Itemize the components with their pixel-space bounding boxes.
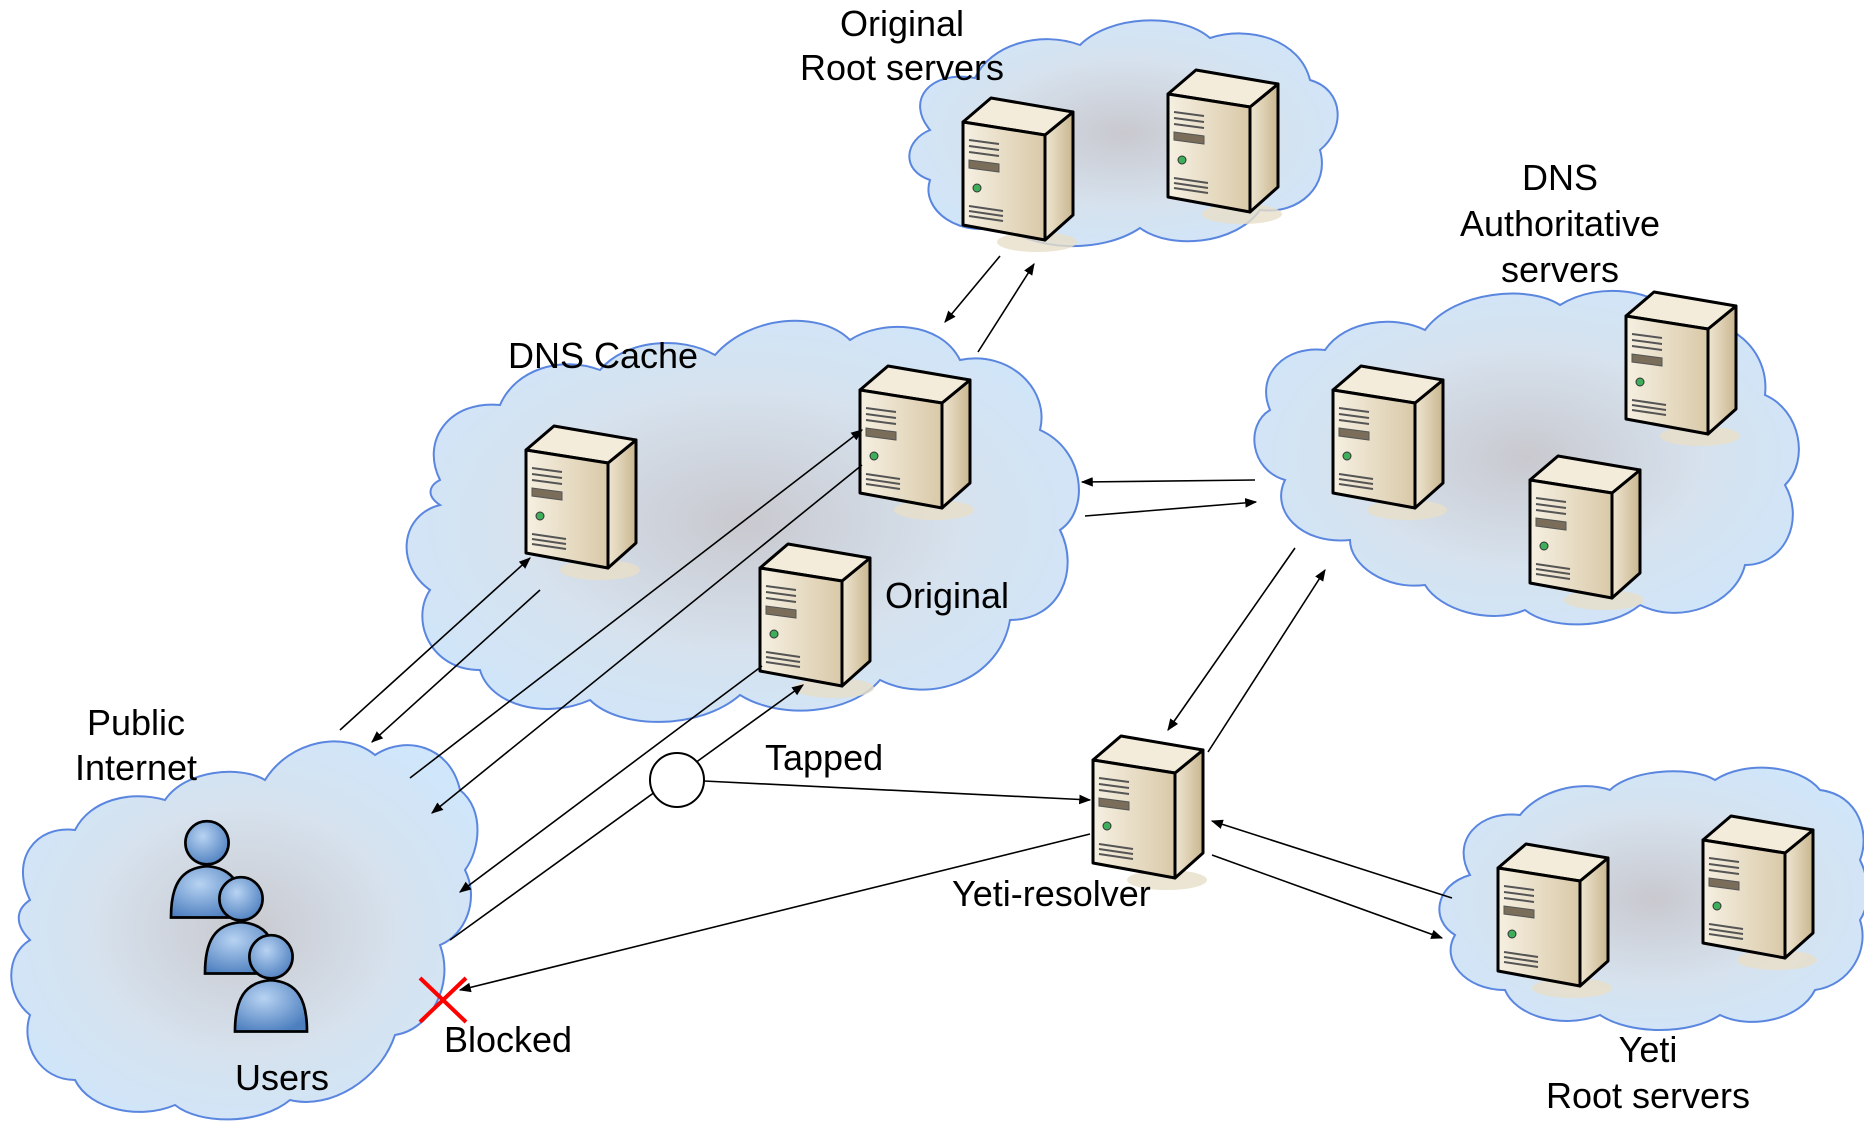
arrow-yeti-to-auth <box>1207 568 1326 753</box>
arrow-tap-to-yeti <box>703 780 1092 805</box>
label-tapped: Tapped <box>765 737 883 778</box>
arrow-yeti-to-yetiroot <box>1211 854 1444 939</box>
arrow-cache2-to-users <box>431 464 863 814</box>
label-original: Original <box>885 575 1009 616</box>
label-original-root-line2: Root servers <box>800 47 1004 88</box>
arrow-auth-to-yeti <box>1167 547 1296 731</box>
arrow-users-to-original <box>449 684 804 941</box>
label-dns-auth-line2: Authoritative <box>1460 203 1660 244</box>
server-icon-yeti-resolver <box>1091 734 1209 892</box>
arrow-cache1-to-users <box>371 589 541 743</box>
arrow-original-to-users <box>459 665 763 893</box>
label-yeti-resolver: Yeti-resolver <box>952 873 1151 914</box>
label-public-internet-line1: Public <box>87 702 185 743</box>
arrow-root-to-cache <box>944 255 1001 323</box>
label-dns-cache: DNS Cache <box>508 335 698 376</box>
label-yeti-root-line1: Yeti <box>1619 1029 1678 1070</box>
arrow-cache-to-auth <box>1084 498 1258 517</box>
arrow-cache-to-root <box>977 262 1035 353</box>
arrow-users-to-cache1 <box>339 557 531 731</box>
label-public-internet-line2: Internet <box>75 747 197 788</box>
label-dns-auth-line1: DNS <box>1522 157 1598 198</box>
label-users: Users <box>235 1057 329 1098</box>
label-dns-auth-line3: servers <box>1501 249 1619 290</box>
tap-circle-icon <box>649 752 705 808</box>
arrow-users-to-cache2 <box>409 429 863 779</box>
label-yeti-root-line2: Root servers <box>1546 1075 1750 1116</box>
red-x-icon <box>418 976 468 1024</box>
label-original-root-line1: Original <box>840 3 964 44</box>
label-blocked: Blocked <box>444 1019 572 1060</box>
arrow-yeti-to-blocked <box>458 833 1091 993</box>
arrow-auth-to-cache <box>1080 477 1256 487</box>
arrow-yetiroot-to-yeti <box>1210 819 1453 899</box>
